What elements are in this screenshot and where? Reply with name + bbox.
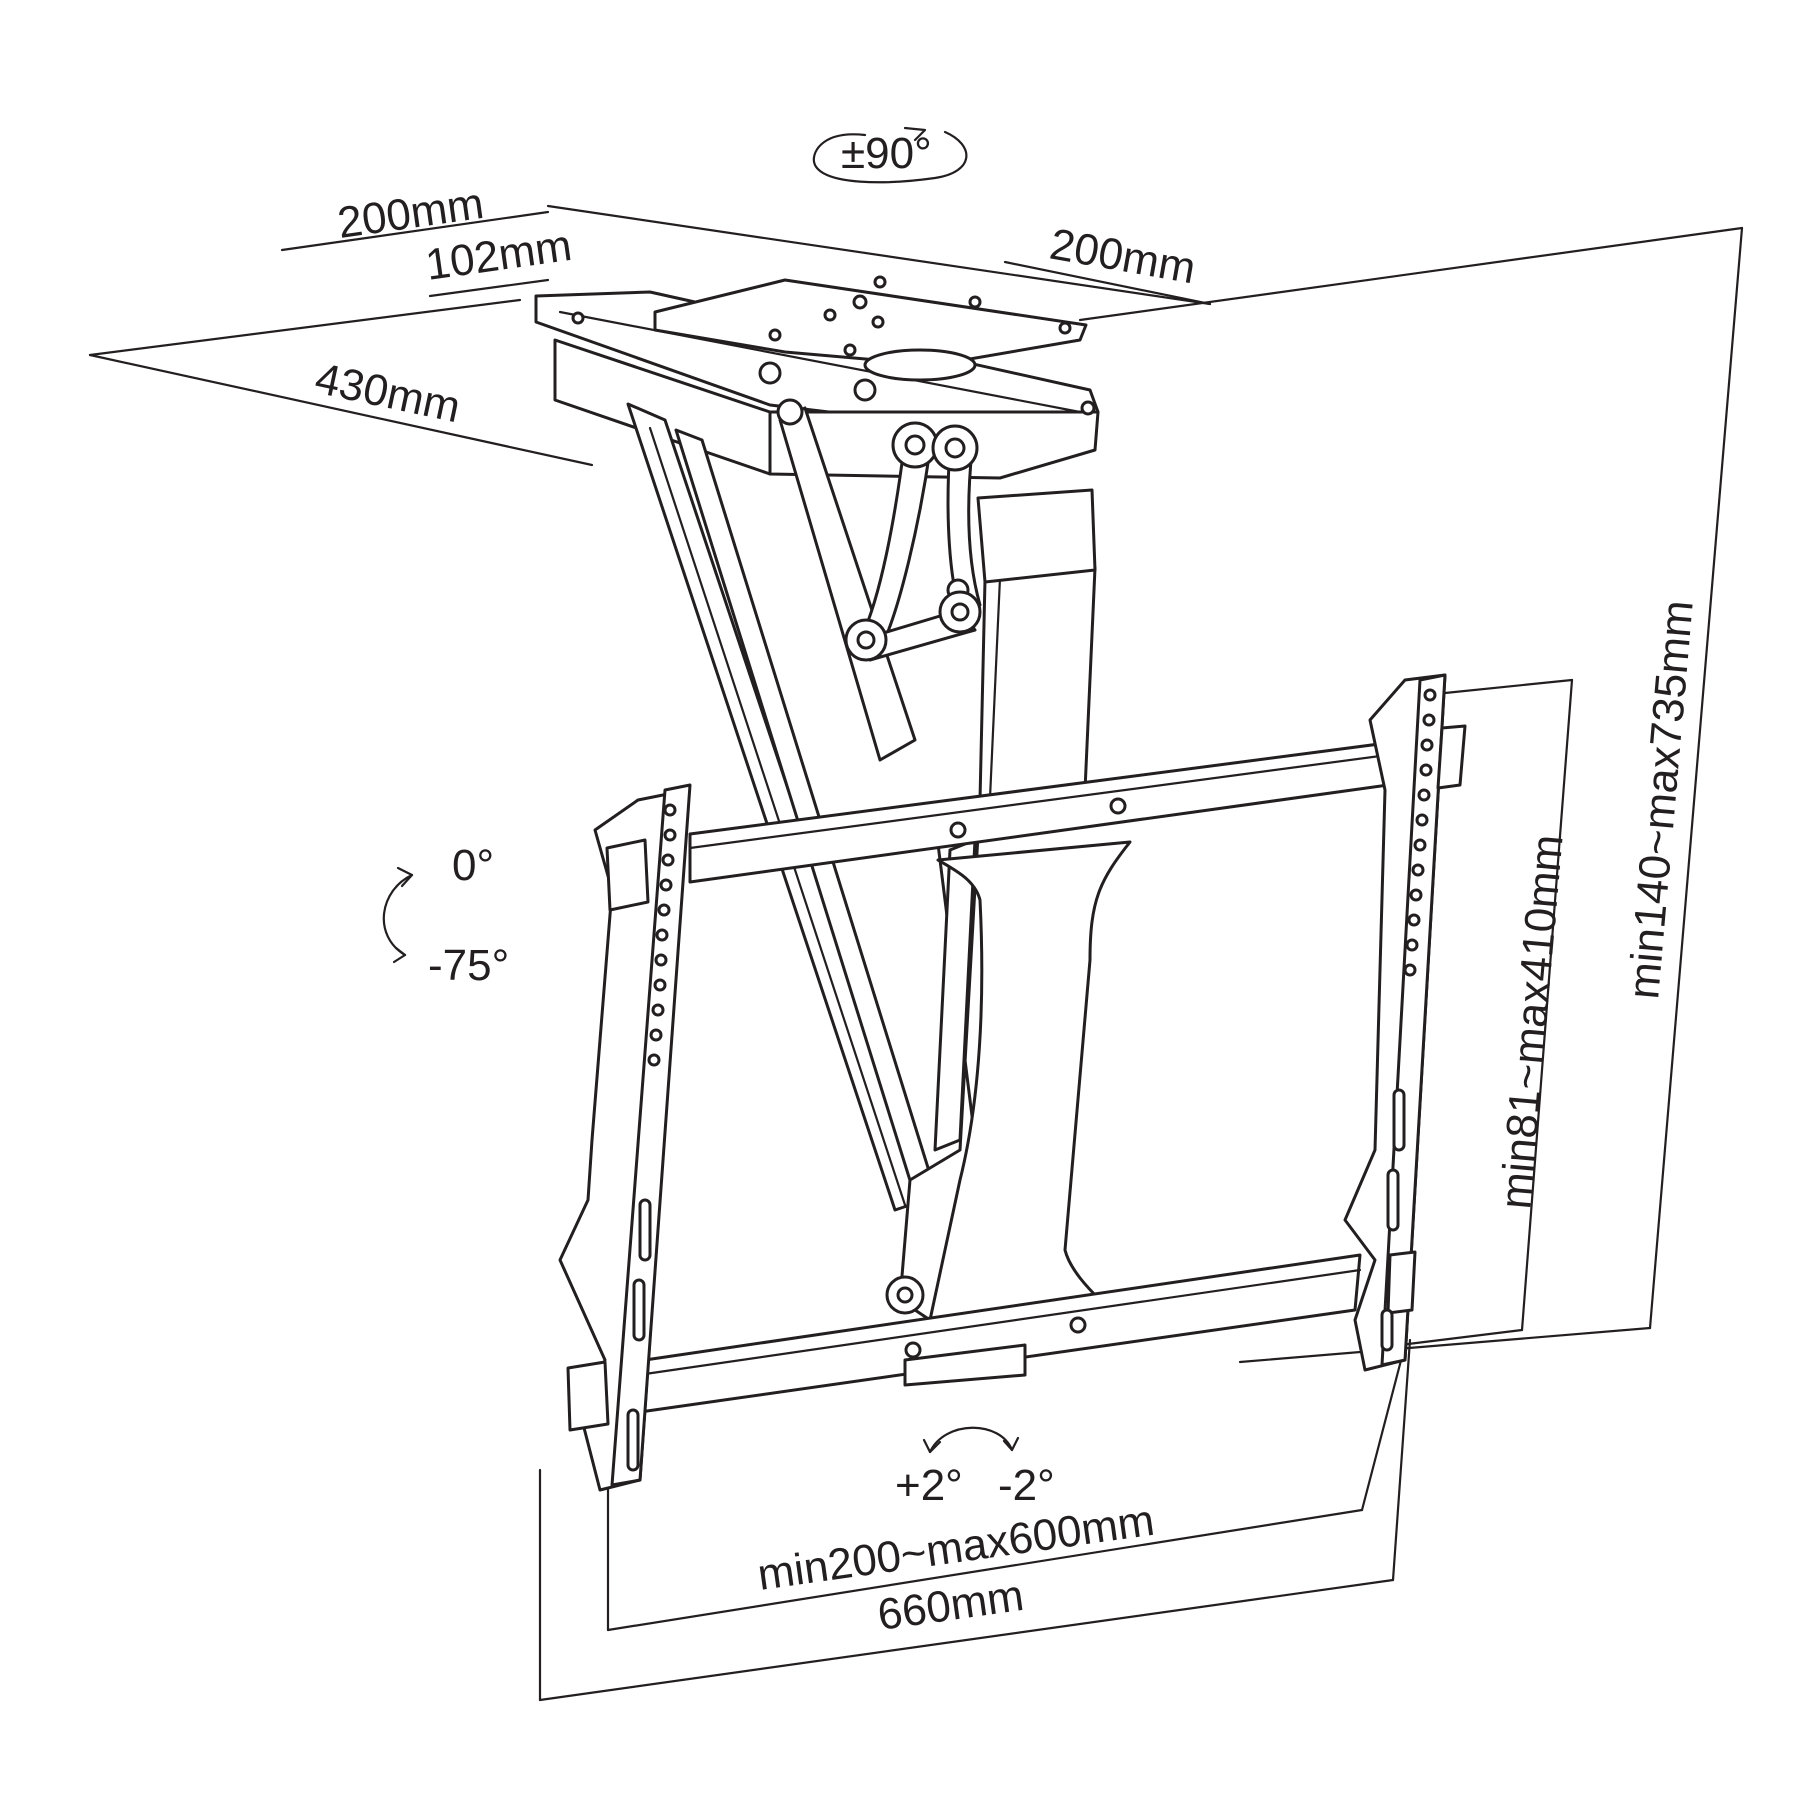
tilt-top-label: 0° [452, 841, 494, 890]
vesa-height-label: min81~max410mm [1491, 833, 1573, 1211]
tilt-bottom-label: -75° [428, 941, 509, 990]
right-upright-holes [1380, 688, 1437, 1352]
vesa-frame [558, 673, 1467, 1492]
ceiling-plate [534, 275, 1100, 480]
tilt-arrow-icon [382, 873, 414, 957]
left-upright-holes [626, 803, 677, 1472]
dimension-lines [88, 204, 1744, 1702]
roll-right-label: -2° [998, 1461, 1055, 1510]
rotation-arrows [382, 126, 1020, 1454]
roll-arrow-icon [928, 1426, 1014, 1454]
height-range-label: min140~max735mm [1619, 598, 1703, 1001]
swivel-label: ±90° [841, 129, 932, 178]
total-width-label: 660mm [875, 1571, 1027, 1640]
swivel-arrow-icon [812, 130, 968, 184]
roll-left-label: +2° [895, 1461, 963, 1510]
